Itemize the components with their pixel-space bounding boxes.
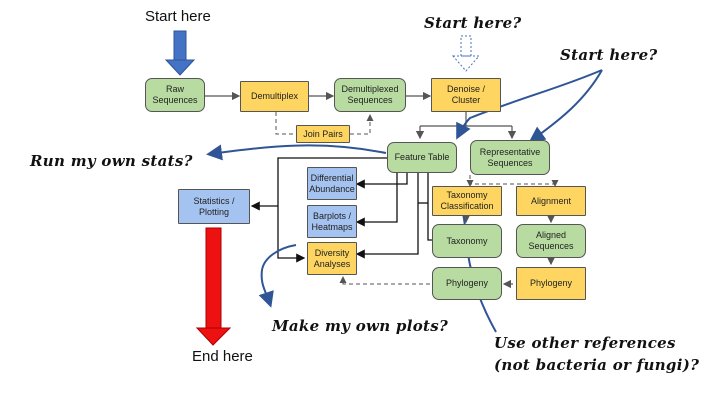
node-alignment: Alignment (516, 186, 586, 216)
node-representative-sequences: Representative Sequences (470, 140, 550, 175)
annotation-not-bacteria-or-fungi: (not bacteria or fungi)? (494, 356, 700, 374)
node-taxonomy-classification: Taxonomy Classification (432, 186, 502, 216)
node-raw-sequences: Raw Sequences (145, 78, 205, 112)
node-label: Barplots / Heatmaps (311, 210, 353, 232)
node-statistics-plotting: Statistics / Plotting (178, 189, 250, 224)
node-barplots-heatmaps: Barplots / Heatmaps (307, 205, 357, 238)
node-label: Demultiplex (250, 91, 299, 101)
node-label: Phylogeny (445, 278, 489, 288)
node-label: Feature Table (394, 152, 450, 162)
node-label: Alignment (530, 195, 572, 206)
dashed-start-arrow (451, 35, 481, 72)
end-arrow (195, 227, 232, 346)
node-label: Demultiplexed Sequences (341, 84, 399, 105)
node-label: Denoise / Cluster (446, 84, 486, 105)
node-label: Phylogeny (529, 278, 573, 288)
node-phylogeny-yellow: Phylogeny (516, 267, 586, 300)
annotation-make-my-own-plots: Make my own plots? (272, 317, 449, 335)
node-label: Taxonomy Classification (440, 190, 494, 211)
node-differential-abundance: Differential Abundance (307, 167, 357, 200)
start-here-label: Start here (145, 8, 211, 25)
edge-phylogeny-diversity (339, 276, 430, 285)
node-demultiplexed-sequences: Demultiplexed Sequences (334, 78, 406, 112)
node-diversity-analyses: Diversity Analyses (307, 242, 357, 275)
annotation-use-other-references: Use other references (494, 334, 676, 352)
annotation-start-here-q1: Start here? (424, 14, 522, 32)
node-label: Representative Sequences (479, 146, 541, 168)
node-denoise-cluster: Denoise / Cluster (431, 78, 501, 112)
node-label: Raw Sequences (152, 84, 198, 105)
node-label: Differential Abundance (309, 172, 355, 194)
node-label: Diversity Analyses (313, 247, 351, 269)
node-demultiplex: Demultiplex (240, 81, 309, 112)
node-label: Aligned Sequences (528, 230, 574, 251)
annotation-start-here-q2: Start here? (560, 46, 658, 64)
start-arrow (164, 30, 196, 76)
node-phylogeny-green: Phylogeny (432, 267, 502, 300)
annotation-run-my-own-stats: Run my own stats? (30, 152, 193, 170)
node-aligned-sequences: Aligned Sequences (516, 224, 586, 258)
edge-joinpairs-demultiplexed (350, 114, 374, 135)
node-taxonomy: Taxonomy (432, 224, 502, 258)
node-join-pairs: Join Pairs (296, 125, 350, 143)
node-label: Statistics / Plotting (193, 195, 235, 217)
node-label: Join Pairs (303, 128, 343, 139)
edge-demultiplex-joinpairs (275, 112, 296, 135)
end-here-label: End here (192, 348, 253, 365)
node-feature-table: Feature Table (387, 142, 457, 173)
node-label: Taxonomy (446, 235, 488, 246)
